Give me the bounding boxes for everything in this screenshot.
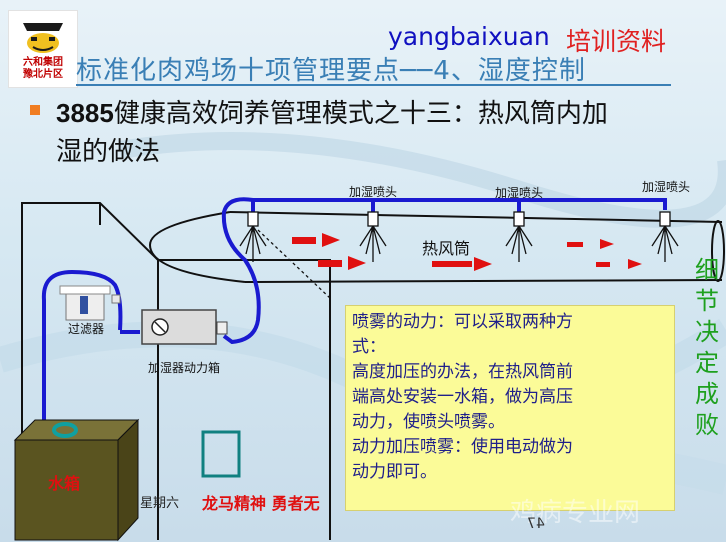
subtitle-line2: 湿的做法: [56, 137, 161, 167]
side-char: 定: [695, 349, 719, 377]
water-tank: [13, 418, 140, 542]
textbox-line: 高度加压的办法，在热风筒前: [352, 362, 573, 382]
textbox-line: 动力，使喷头喷雾。: [352, 412, 505, 432]
footer-slogan: 龙马精神 勇者无: [202, 494, 320, 513]
duct-label: 热风筒: [422, 239, 471, 258]
nozzle-label-2: 加湿喷头: [495, 186, 544, 200]
textbox-line: 式：: [352, 337, 386, 357]
green-square-marker: [201, 430, 241, 478]
watermark-cn: 培训资料: [566, 27, 667, 56]
airflow-arrows: [292, 233, 642, 271]
side-char: 节: [695, 287, 719, 315]
textbox-line: 喷雾的动力：可以采取两种方: [352, 312, 573, 332]
side-slogan: 细 节 决 定 成 败: [693, 255, 721, 441]
explanation-textbox: 喷雾的动力：可以采取两种方 式： 高度加压的办法，在热风筒前 端高处安装一水箱，…: [345, 305, 675, 511]
side-char: 决: [695, 318, 719, 346]
footer-weekday: 星期六: [140, 496, 180, 511]
tank-label: 水箱: [48, 474, 81, 493]
company-logo: [8, 10, 78, 88]
filter-label: 过滤器: [68, 322, 105, 336]
logo-text-line1: 六和集团: [23, 57, 63, 68]
subtitle-line1: 健康高效饲养管理模式之十三：热风筒内加: [113, 99, 608, 129]
textbox-line: 动力加压喷雾：使用电动做为: [352, 437, 573, 457]
pump-box: [141, 309, 228, 345]
logo-emblem-icon: [23, 23, 63, 53]
logo-text: 六和集团 豫北片区: [10, 57, 76, 81]
nozzle-label-1: 加湿喷头: [349, 185, 398, 199]
title-underline: [76, 84, 671, 86]
footer-decor-text: 鸡病专业网: [510, 498, 641, 528]
page-number: 47: [527, 516, 545, 532]
side-char: 细: [695, 256, 719, 284]
logo-text-line2: 豫北片区: [23, 69, 63, 80]
watermark-latin: yangbaixuan: [388, 22, 550, 51]
slide-title: 标准化肉鸡场十项管理要点──4、湿度控制: [76, 56, 586, 86]
filter-device: [59, 285, 121, 321]
textbox-line: 端高处安装一水箱，做为高压: [352, 387, 573, 407]
subtitle-number: 3885: [56, 98, 114, 128]
nozzle-label-3: 加湿喷头: [642, 180, 691, 194]
hot-air-duct: [148, 211, 725, 283]
subtitle: 3885健康高效饲养管理模式之十三：热风筒内加 湿的做法: [56, 94, 696, 171]
textbox-line: 动力即可。: [352, 462, 437, 482]
side-char: 败: [695, 411, 719, 439]
bullet-icon: [30, 105, 40, 115]
side-char: 成: [695, 380, 719, 408]
pump-box-label: 加湿器动力箱: [148, 361, 221, 375]
nozzle-group: [239, 211, 679, 299]
